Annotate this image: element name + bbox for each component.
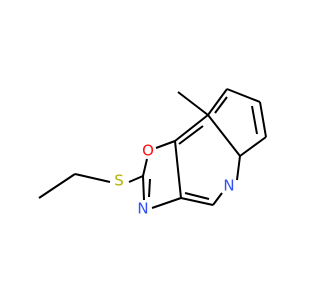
atom-label-oxygen: O (142, 142, 154, 160)
bond-ethyl-ch3-ch2 (38, 173, 76, 199)
bond-c6-c7-a (259, 101, 267, 138)
bond-c9a-c9b-a (174, 114, 209, 142)
bond-methyl (177, 91, 209, 116)
bond-c4-n5 (212, 192, 223, 206)
bond-n5-c5a (236, 155, 241, 181)
bond-c3a-c4-b (184, 192, 210, 200)
bond-c5a-c6 (239, 136, 267, 157)
bond-o-c9b (155, 140, 176, 149)
bond-c8-c9-a (207, 88, 228, 116)
bond-s-c2 (128, 175, 144, 183)
bond-ethyl-ch2-s (74, 173, 111, 183)
atom-label-sulfur: S (114, 172, 124, 190)
bond-c3a-c4-a (180, 197, 214, 206)
bond-c9a-c9b-b (178, 125, 204, 145)
bond-c5a-c9a (207, 114, 241, 157)
bond-c6-c7-b (251, 105, 258, 135)
bond-c2-n-a (142, 175, 145, 201)
bond-c2-n-b (148, 178, 151, 198)
bond-c2-o (142, 158, 148, 177)
atom-label-nitrogen-quinoline: N (223, 177, 234, 195)
bond-c8-c9-b (214, 96, 228, 114)
molecule-canvas: S O N N (38, 88, 267, 218)
bond-c7-c8 (226, 88, 261, 103)
bond-layer (38, 88, 267, 209)
bond-c3a-c9b (174, 140, 182, 199)
molecule-structure: S O N N (38, 88, 267, 218)
bond-n-c3a (151, 197, 182, 209)
atom-label-nitrogen-oxazole: N (137, 200, 148, 218)
